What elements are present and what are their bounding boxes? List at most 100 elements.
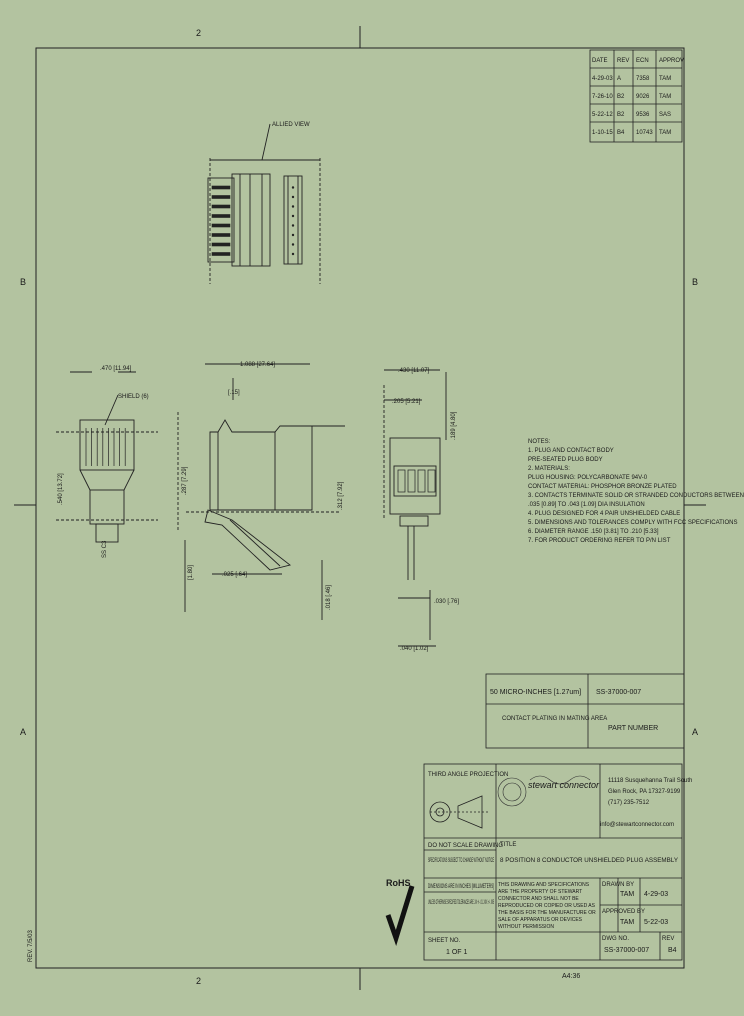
- contact-dot: [291, 205, 295, 208]
- revision-cell: SAS: [659, 112, 671, 118]
- revision-cell: TAM: [659, 94, 671, 100]
- drawn-date: 4-29-03: [644, 891, 668, 898]
- top-view-label: ALLIED VIEW: [272, 122, 310, 128]
- note-line: 7. FOR PRODUCT ORDERING REFER TO P/N LIS…: [528, 538, 671, 544]
- revision-cell: B2: [617, 112, 625, 118]
- revision-cell: A: [617, 76, 621, 82]
- zone-right-lower: A: [692, 727, 698, 737]
- contact-pin: [211, 214, 231, 218]
- dim-body-height: .287 [7.29]: [182, 466, 188, 495]
- drawn-label: DRAWN BY: [602, 882, 634, 888]
- revision-cell: TAM: [659, 76, 671, 82]
- revision-header: ECN: [636, 58, 649, 64]
- note-line: 5. DIMENSIONS AND TOLERANCES COMPLY WITH…: [528, 520, 738, 526]
- contact-pin: [211, 233, 231, 237]
- contact-pin: [211, 223, 231, 228]
- tolerance-note: UNLESS OTHERWISE SPECIFIED TOLERANCES AR…: [428, 900, 494, 906]
- revision-cell: B2: [617, 94, 625, 100]
- sheet-label: SHEET NO.: [428, 938, 461, 944]
- dim-left-height: .540 [13.72]: [58, 473, 64, 505]
- sheet-number: 1 OF 1: [446, 949, 468, 956]
- company-logo-text: stewart connector: [528, 780, 600, 790]
- contact-dot: [291, 186, 295, 189]
- dim-cable: .018 [.46]: [326, 585, 332, 610]
- zone-bottom: 2: [196, 976, 201, 986]
- right-view-contact: [407, 469, 416, 493]
- dim-right-width: .430 [11.07]: [398, 368, 430, 374]
- projection-label: THIRD ANGLE PROJECTION: [428, 772, 508, 778]
- revision-cell: 1-10-15: [592, 130, 613, 136]
- side-stamp: REV. 7/5/03: [28, 930, 34, 962]
- note-line: .035 [0.89] TO .043 [1.09] DIA INSULATIO…: [528, 502, 645, 508]
- company-address-2: Glen Rock, PA 17327-9199: [608, 789, 681, 795]
- revision-cell: 7-26-10: [592, 94, 613, 100]
- plating-spec: 50 MICRO-INCHES [1.27um]: [490, 689, 581, 696]
- right-view-drawing: [383, 369, 447, 647]
- spec-note: SPECIFICATIONS SUBJECT TO CHANGE WITHOUT…: [428, 858, 494, 864]
- dim-length-sub: [.15]: [228, 390, 240, 396]
- plating-block: [485, 673, 685, 749]
- note-line: 3. CONTACTS TERMINATE SOLID OR STRANDED …: [528, 493, 744, 499]
- contact-dot: [291, 214, 295, 218]
- drawing-title: 8 POSITION 8 CONDUCTOR UNSHIELDED PLUG A…: [500, 858, 678, 864]
- rohs-check-icon: [385, 885, 415, 947]
- note-line: PLUG HOUSING: POLYCARBONATE 94V-0: [528, 475, 648, 481]
- right-view-contact: [427, 469, 436, 493]
- approved-label: APPROVED BY: [602, 909, 645, 915]
- part-number-label: PART NUMBER: [608, 725, 658, 732]
- zone-left-upper: B: [20, 277, 26, 287]
- contact-pin: [211, 204, 231, 209]
- revision-cell: 10743: [636, 130, 653, 136]
- revision-cell: TAM: [659, 130, 671, 136]
- contact-dot: [291, 224, 295, 227]
- zone-left-lower: A: [20, 727, 26, 737]
- note-line: 4. PLUG DESIGNED FOR 4 PAIR UNSHIELDED C…: [528, 511, 681, 517]
- contact-pin: [211, 252, 231, 256]
- revision-cell: 5-22-12: [592, 112, 613, 118]
- dwg-number: SS-37000-007: [604, 947, 649, 954]
- zone-top: 2: [196, 28, 201, 38]
- revision-cell: 9536: [636, 112, 650, 118]
- company-web: info@stewartconnector.com: [600, 822, 674, 828]
- top-view-drawing: [207, 123, 321, 284]
- rev-value: B4: [668, 947, 677, 954]
- dim-right-foot: .040 [1.02]: [400, 646, 429, 652]
- note-line: 1. PLUG AND CONTACT BODY: [528, 448, 614, 454]
- note-line: 6. DIAMETER RANGE .150 [3.81] TO .210 [5…: [528, 529, 659, 535]
- dim-right-tall: .189 [4.80]: [451, 411, 457, 440]
- title-label: TITLE: [500, 842, 516, 848]
- dim-latch: .025 [.64]: [222, 572, 247, 578]
- revision-header: APPROV: [659, 58, 684, 64]
- sheet-size: A4:36: [562, 973, 580, 980]
- contact-dot: [291, 195, 295, 199]
- end-view-drawing: [56, 371, 158, 543]
- dim-shield: SHIELD (6): [118, 394, 149, 400]
- revision-cell: B4: [617, 130, 625, 136]
- units-note: DIMENSIONS ARE IN INCHES [MILLIMETERS]: [428, 884, 494, 890]
- rohs-label: RoHS: [386, 878, 411, 888]
- end-view-mark: SS C3: [102, 540, 108, 558]
- contact-dot: [291, 243, 295, 246]
- dim-right-low: .030 [.76]: [434, 599, 459, 605]
- notes-block: NOTES: 1. PLUG AND CONTACT BODY PRE-SEAT…: [528, 438, 744, 546]
- dim-tab: [1.80]: [188, 565, 194, 580]
- contact-dot: [291, 252, 295, 256]
- side-view-drawing: [177, 363, 345, 620]
- right-view-contact: [417, 469, 426, 493]
- dim-side-height: .312 [7.92]: [338, 481, 344, 510]
- plating-label: CONTACT PLATING IN MATING AREA: [502, 716, 607, 722]
- revision-cell: 9026: [636, 94, 650, 100]
- note-line: PRE-SEATED PLUG BODY: [528, 457, 603, 463]
- note-line: 2. MATERIALS:: [528, 466, 570, 472]
- note-line: CONTACT MATERIAL: PHOSPHOR BRONZE PLATED: [528, 484, 677, 490]
- drawn-by: TAM: [620, 891, 634, 898]
- dim-front-width: .470 [11.94]: [100, 366, 132, 372]
- dim-length: 1.088 [27.64]: [240, 362, 275, 368]
- contact-pin: [211, 185, 231, 190]
- revision-header: REV: [617, 58, 629, 64]
- right-view-contact: [397, 469, 406, 493]
- company-logo: [497, 775, 591, 807]
- revision-cell: 7358: [636, 76, 650, 82]
